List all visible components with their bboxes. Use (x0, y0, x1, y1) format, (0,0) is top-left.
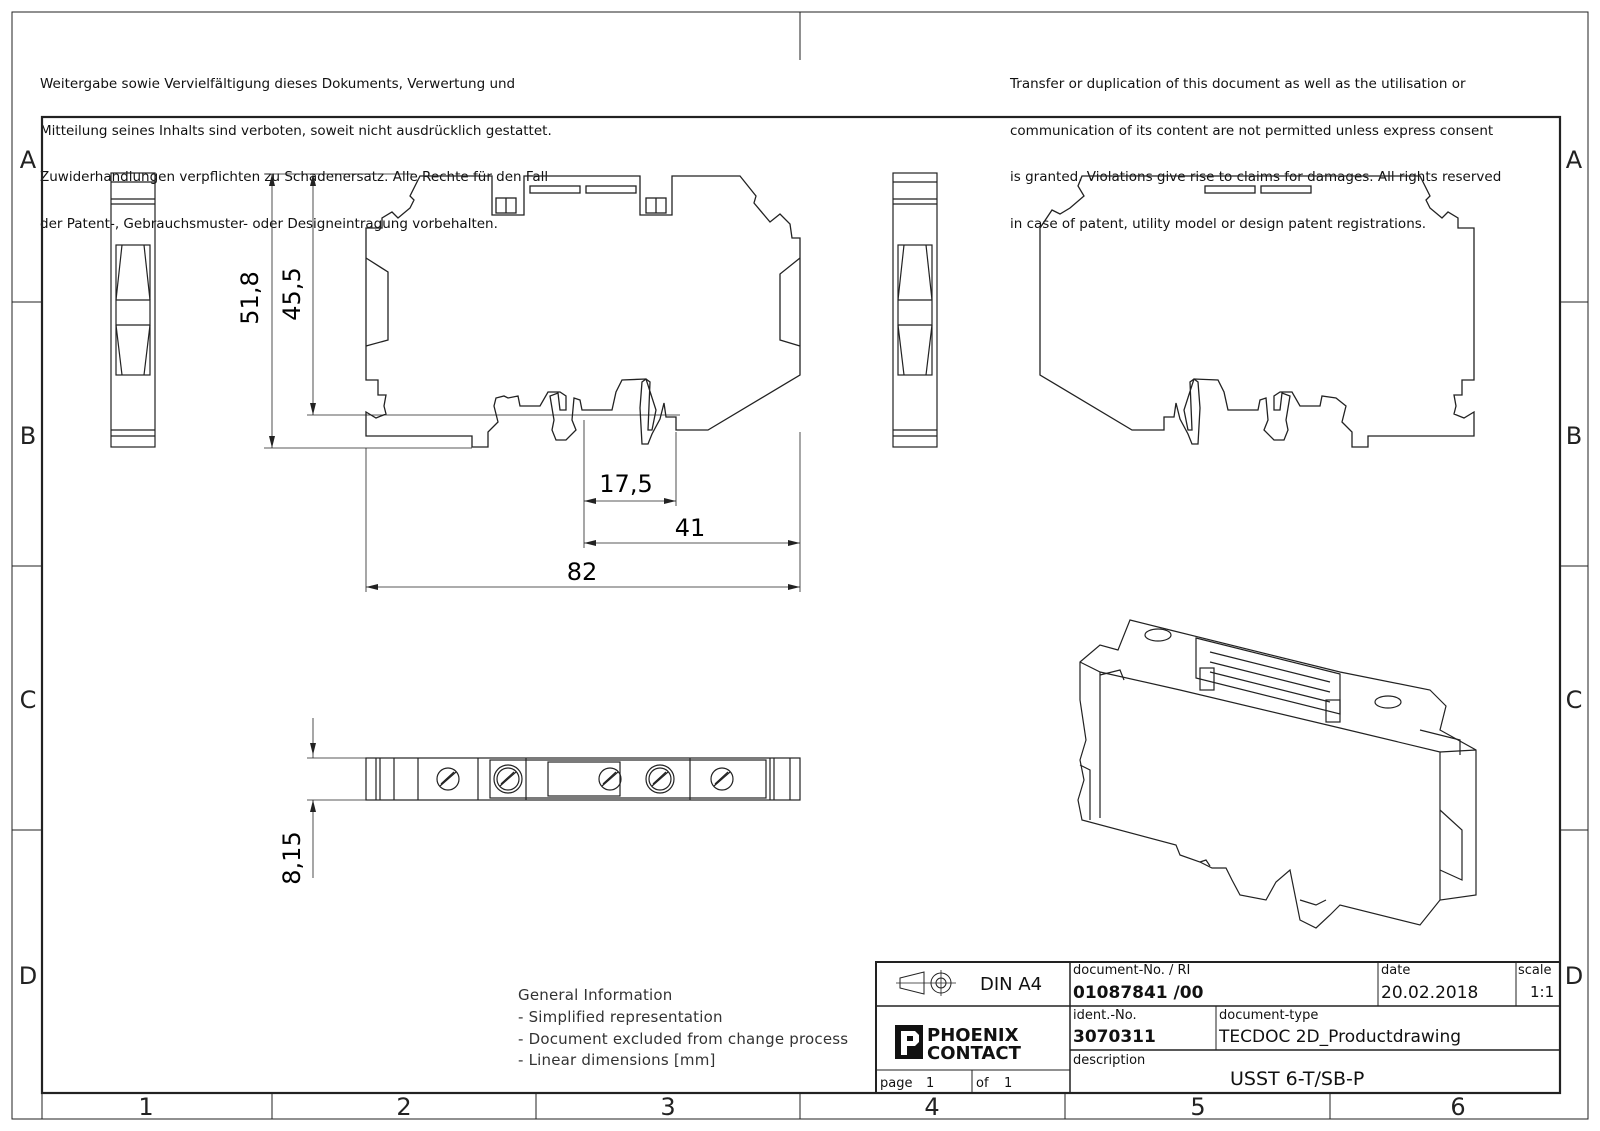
logo-line-2: CONTACT (927, 1043, 1022, 1061)
general-info-item: - Simplified representation (518, 1008, 723, 1026)
general-info-item: - Document excluded from change process (518, 1030, 849, 1048)
notice-line: Mitteilung seines Inhalts sind verboten,… (40, 122, 552, 139)
of-value: 1 (1004, 1076, 1013, 1091)
ident-label: ident.-No. (1073, 1008, 1137, 1023)
dim-height-total: 51,8 (236, 271, 264, 324)
front-view (365, 175, 801, 448)
scale-value: 1:1 (1530, 983, 1555, 1001)
notice-english: Transfer or duplication of this document… (1010, 46, 1501, 248)
row-label: B (1566, 422, 1582, 450)
date-value: 20.02.2018 (1381, 983, 1479, 1003)
dim-height-inner: 45,5 (278, 267, 306, 320)
notice-line: in case of patent, utility model or desi… (1010, 215, 1427, 232)
docno-value: 01087841 /00 (1073, 983, 1204, 1003)
notice-line: Weitergabe sowie Vervielfältigung dieses… (40, 76, 516, 92)
col-label: 3 (660, 1093, 675, 1121)
col-label: 1 (138, 1093, 153, 1121)
date-label: date (1381, 963, 1411, 978)
notice-line: communication of its content are not per… (1010, 122, 1494, 139)
dimension-arrows (269, 174, 800, 812)
phoenix-contact-logo: PHOENIX CONTACT (895, 1023, 1047, 1064)
description-label: description (1073, 1053, 1146, 1068)
side-view-right (892, 172, 938, 448)
notice-german: Weitergabe sowie Vervielfältigung dieses… (40, 46, 552, 248)
notice-line: Transfer or duplication of this document… (1010, 76, 1466, 92)
paper-format: DIN A4 (980, 974, 1043, 995)
row-label: C (20, 686, 37, 714)
page-label: page (880, 1076, 913, 1091)
general-info-title: General Information (518, 986, 673, 1004)
inner-frame (40, 115, 1562, 1095)
side-view-left (110, 172, 156, 448)
doctype-label: document-type (1219, 1008, 1319, 1023)
col-label: 4 (924, 1093, 939, 1121)
dim-width-total: 82 (567, 558, 598, 586)
front-view-dimension-lines (264, 173, 801, 592)
isometric-view (1077, 619, 1477, 929)
of-label: of (976, 1076, 989, 1091)
scale-label: scale (1518, 963, 1552, 978)
description-value: USST 6-T/SB-P (1230, 1068, 1365, 1090)
row-label: A (1566, 146, 1583, 174)
notice-line: is granted. Violations give rise to clai… (1010, 169, 1502, 185)
page-value: 1 (926, 1076, 935, 1091)
dim-depth: 8,15 (278, 831, 306, 884)
row-label: D (1565, 962, 1583, 990)
grid-labels: A B C D A B C D 1 2 3 4 5 6 (19, 146, 1583, 1121)
row-label: C (1566, 686, 1583, 714)
doctype-value: TECDOC 2D_Productdrawing (1219, 1027, 1462, 1047)
row-label: B (20, 422, 36, 450)
top-view (365, 757, 801, 801)
row-label: A (20, 146, 37, 174)
logo-line-1: PHOENIX (927, 1025, 1019, 1046)
dim-width-small: 17,5 (599, 470, 652, 498)
top-view-dimension-lines (307, 718, 366, 878)
rear-view (1039, 175, 1475, 448)
col-label: 2 (396, 1093, 411, 1121)
col-label: 5 (1190, 1093, 1205, 1121)
col-label: 6 (1450, 1093, 1465, 1121)
ident-value: 3070311 (1073, 1027, 1156, 1047)
row-label: D (19, 962, 37, 990)
notice-line: Zuwiderhandlungen verpflichten zu Schade… (40, 169, 549, 185)
dim-width-half: 41 (675, 514, 706, 542)
title-block-frame (875, 961, 1561, 1094)
docno-label: document-No. / RI (1073, 963, 1191, 978)
general-info-item: - Linear dimensions [mm] (518, 1051, 716, 1069)
